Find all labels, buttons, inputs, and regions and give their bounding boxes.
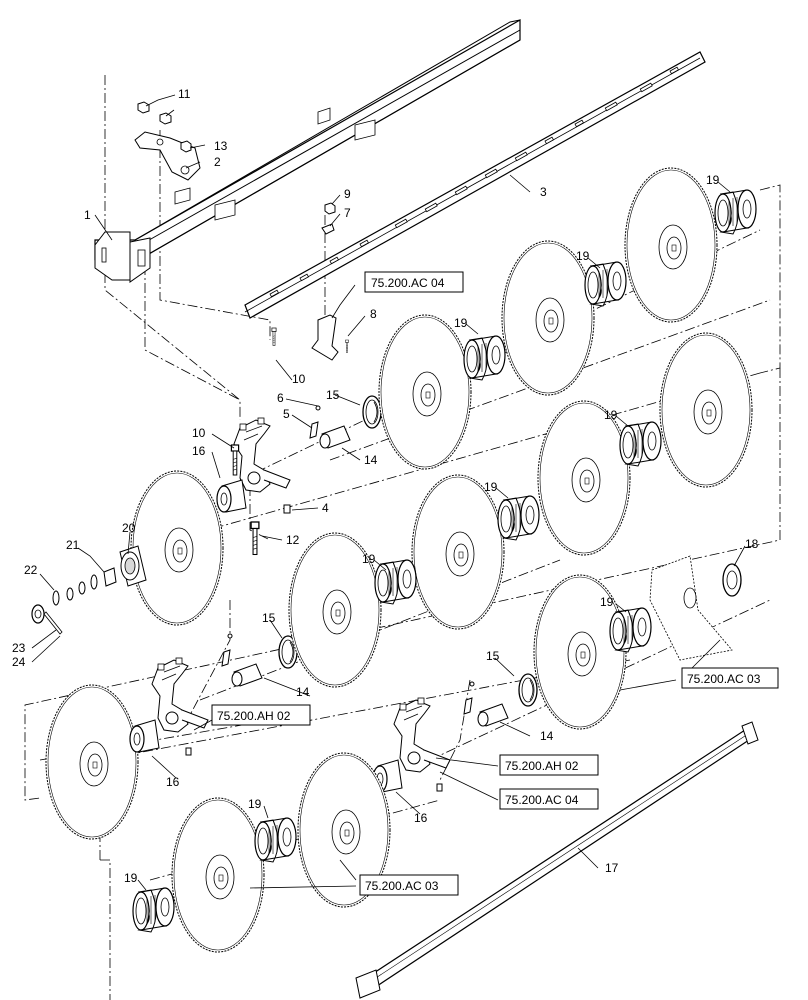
callout-5: 5	[283, 407, 290, 421]
callout-24: 24	[12, 655, 26, 669]
callout-19: 19	[454, 316, 468, 330]
mounting-bracket	[134, 131, 201, 181]
callout-19: 19	[576, 249, 590, 263]
slotted-mounting-bar	[244, 51, 706, 319]
callout-8: 8	[370, 307, 377, 321]
callout-16: 16	[166, 775, 180, 789]
hub-cap	[362, 395, 382, 429]
callout-15: 15	[326, 388, 340, 402]
callout-19: 19	[600, 595, 614, 609]
disc-blade	[659, 332, 753, 488]
small-pin	[283, 405, 321, 514]
callout-18: 18	[745, 537, 759, 551]
ref-75-200-ac-04: 75.200.AC 04	[371, 276, 445, 290]
callout-22: 22	[24, 563, 38, 577]
spacer-tube	[477, 703, 509, 727]
callout-14: 14	[364, 453, 378, 467]
callout-15: 15	[486, 649, 500, 663]
callout-1: 1	[84, 208, 91, 222]
disc-blade	[171, 797, 265, 953]
spacer-washers	[52, 574, 98, 606]
callout-10: 10	[292, 372, 306, 386]
bearing-hub	[216, 479, 247, 513]
washer	[321, 223, 335, 235]
spacer-spool	[584, 261, 627, 307]
callout-23: 23	[12, 641, 26, 655]
callout-19: 19	[484, 480, 498, 494]
disc-blade	[378, 314, 472, 470]
small-bracket	[311, 314, 349, 361]
callout-2: 2	[214, 155, 221, 169]
castle-nut	[31, 604, 45, 624]
ref-75-200-ac-03: 75.200.AC 03	[687, 672, 761, 686]
spacer-spool	[374, 559, 417, 605]
bearing-flange	[119, 545, 147, 587]
callout-19: 19	[124, 871, 138, 885]
disc-blade	[411, 474, 505, 630]
callout-13: 13	[214, 139, 228, 153]
callout-17: 17	[605, 861, 619, 875]
spacer-spool	[132, 887, 175, 933]
disc-blade	[130, 470, 224, 626]
spacer-spool	[254, 817, 297, 863]
spacer-tube	[231, 663, 263, 687]
square-washer	[103, 567, 117, 587]
callout-numbers: 11 13 2 1 3 9 7 8 10 15 6 5 14 10 16 4 1…	[12, 87, 759, 885]
ref-75-200-ah-02: 75.200.AH 02	[505, 759, 579, 773]
ref-75-200-ac-04: 75.200.AC 04	[505, 793, 579, 807]
disc-blade	[624, 167, 718, 323]
callout-7: 7	[344, 206, 351, 220]
callout-3: 3	[540, 185, 547, 199]
disc-arm	[151, 657, 209, 733]
callout-19: 19	[604, 408, 618, 422]
gang-shaft	[355, 721, 759, 999]
callout-6: 6	[277, 391, 284, 405]
callout-4: 4	[322, 501, 329, 515]
small-pin	[185, 633, 475, 792]
callout-10: 10	[192, 426, 206, 440]
hex-nut	[137, 101, 336, 215]
callout-21: 21	[66, 538, 80, 552]
ref-75-200-ah-02: 75.200.AH 02	[217, 709, 291, 723]
callout-19: 19	[706, 173, 720, 187]
disc-arm	[393, 697, 451, 773]
callout-19: 19	[362, 552, 376, 566]
callout-19: 19	[248, 797, 262, 811]
cotter-pin	[43, 611, 63, 635]
callout-20: 20	[122, 521, 136, 535]
spacer-spool	[714, 189, 757, 235]
bolt	[271, 327, 277, 346]
hub-cap	[518, 673, 538, 707]
callout-14: 14	[296, 685, 310, 699]
spacer-spool	[619, 421, 662, 467]
spacer-spool	[463, 335, 506, 381]
callout-16: 16	[192, 444, 206, 458]
end-washer	[722, 563, 742, 597]
main-frame-beam	[94, 18, 521, 283]
spacer-spool	[609, 607, 652, 653]
callout-12: 12	[286, 533, 300, 547]
bolt	[250, 521, 260, 556]
callout-14: 14	[540, 729, 554, 743]
scraper-plate	[649, 555, 733, 661]
callout-15: 15	[262, 611, 276, 625]
bolt	[230, 444, 240, 476]
spacer-spool	[497, 495, 540, 541]
disc-blade	[501, 240, 595, 396]
ref-75-200-ac-03: 75.200.AC 03	[365, 879, 439, 893]
callout-16: 16	[414, 811, 428, 825]
disc-blade	[537, 400, 631, 556]
callout-11: 11	[178, 87, 191, 101]
spacer-tube	[319, 425, 351, 449]
reference-boxes: 75.200.AC 04 75.200.AC 03 75.200.AH 02 7…	[211, 271, 779, 896]
bearing-hub	[129, 719, 160, 753]
callout-9: 9	[344, 187, 351, 201]
disc-blade	[45, 684, 139, 840]
